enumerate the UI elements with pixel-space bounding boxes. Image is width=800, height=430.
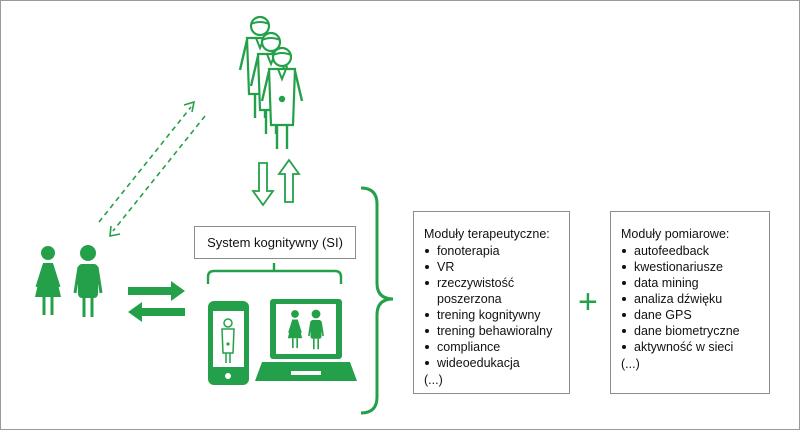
system-box: System kognitywny (SI) (194, 226, 356, 259)
laptop-icon (255, 299, 357, 381)
measurement-modules-heading: Moduły pomiarowe: (621, 227, 730, 241)
therapy-modules-list: fonoterapia VR rzeczywistość poszerzona … (424, 243, 569, 371)
therapy-modules-ellipsis: (...) (424, 373, 443, 387)
si-device-bracket (206, 263, 343, 284)
system-box-label: System kognitywny (SI) (207, 235, 343, 250)
list-item: wideoedukacja (424, 355, 569, 371)
list-item: aktywność w sieci (621, 339, 769, 355)
clinician-group-icon (238, 15, 304, 151)
horizontal-exchange-arrows (128, 281, 185, 322)
list-item: data mining (621, 275, 769, 291)
plus-icon: + (578, 283, 598, 321)
vertical-exchange-arrows (251, 158, 301, 207)
list-item: trening behawioralny (424, 323, 569, 339)
smartphone-icon (208, 301, 249, 385)
therapy-modules-box: Moduły terapeutyczne: fonoterapia VR rze… (413, 211, 570, 394)
patient-couple-icon (33, 243, 103, 319)
list-item: trening kognitywny (424, 307, 569, 323)
measurement-modules-box: Moduły pomiarowe: autofeedback kwestiona… (610, 211, 770, 394)
list-item: kwestionariusze (621, 259, 769, 275)
dashed-link-arrows (98, 100, 206, 237)
list-item: autofeedback (621, 243, 769, 259)
list-item: analiza dźwięku (621, 291, 769, 307)
list-item: compliance (424, 339, 569, 355)
therapy-modules-heading: Moduły terapeutyczne: (424, 227, 550, 241)
measurement-modules-ellipsis: (...) (621, 357, 640, 371)
measurement-modules-list: autofeedback kwestionariusze data mining… (621, 243, 769, 355)
curly-brace (360, 186, 394, 415)
list-item: fonoterapia (424, 243, 569, 259)
list-item: VR (424, 259, 569, 275)
list-item: dane GPS (621, 307, 769, 323)
list-item: dane biometryczne (621, 323, 769, 339)
list-item: rzeczywistość poszerzona (424, 275, 569, 307)
